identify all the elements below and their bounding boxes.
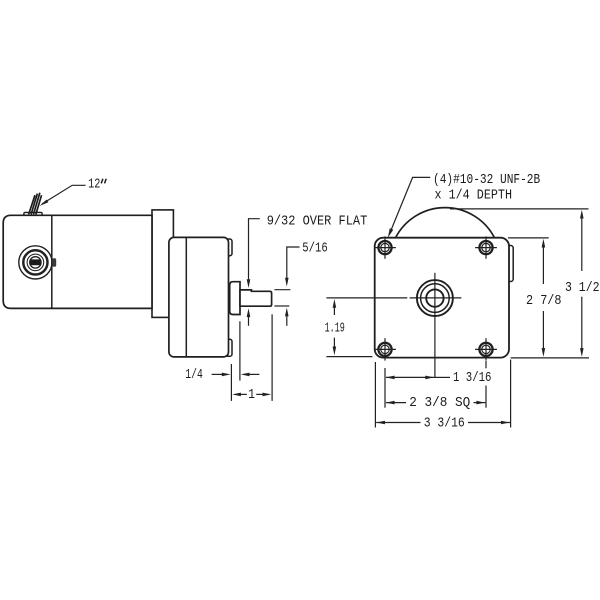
svg-text:x 1/4 DEPTH: x 1/4 DEPTH (435, 188, 513, 203)
svg-text:1.19: 1.19 (325, 322, 345, 337)
svg-text:(4)#10-32 UNF-2B: (4)#10-32 UNF-2B (433, 173, 540, 188)
svg-text:2 7/8: 2 7/8 (526, 294, 562, 309)
svg-text:1: 1 (248, 388, 255, 403)
svg-text:1/4: 1/4 (185, 368, 203, 383)
svg-text:2 3/8 SQ: 2 3/8 SQ (409, 396, 470, 411)
svg-text:1 3/16: 1 3/16 (453, 371, 491, 386)
svg-text:3 1/2: 3 1/2 (565, 281, 600, 296)
svg-text:9/32 OVER FLAT: 9/32 OVER FLAT (267, 214, 368, 229)
svg-text:12: 12 (88, 178, 100, 193)
svg-text:3 3/16: 3 3/16 (424, 416, 465, 431)
svg-text:5/16: 5/16 (302, 242, 328, 257)
